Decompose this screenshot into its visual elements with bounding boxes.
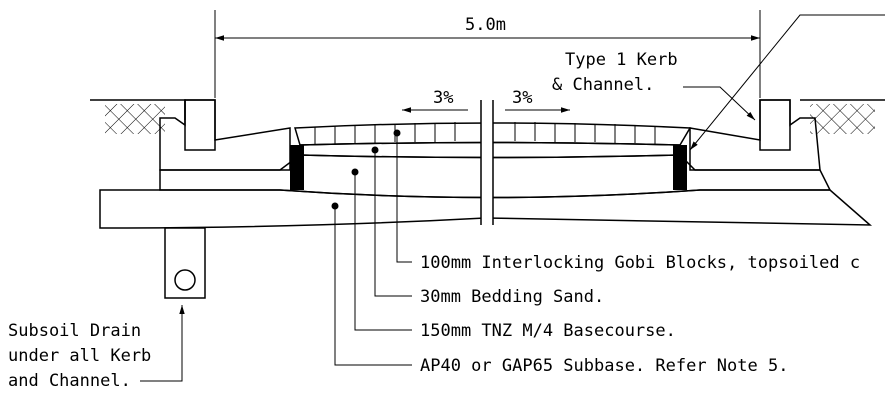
layer-label-blocks: 100mm Interlocking Gobi Blocks, topsoile… [420, 253, 860, 273]
kerb-leader [683, 86, 756, 121]
edge-restraint-left [290, 145, 304, 190]
kerb-label-line2: & Channel. [552, 75, 654, 95]
layer-leaders [331, 129, 412, 366]
ground-right [800, 99, 885, 134]
subsoil-leader [140, 305, 185, 382]
edge-leader [689, 14, 885, 151]
subsoil-label-line1: Subsoil Drain [8, 321, 141, 341]
slope-label-left: 3% [433, 88, 453, 108]
break-lines [480, 100, 494, 225]
kerb-channel-right [689, 99, 821, 171]
kerb-left [184, 99, 216, 151]
ground-left [90, 99, 186, 134]
kerb-label-line1: Type 1 Kerb [565, 50, 678, 70]
subsoil-label-line3: and Channel. [8, 371, 131, 391]
dimension-line [214, 10, 761, 98]
block-joints [314, 122, 656, 145]
kerb-channel-left [159, 99, 291, 171]
layer-label-subbase: AP40 or GAP65 Subbase. Refer Note 5. [420, 356, 788, 376]
edge-restraint-right [673, 145, 687, 190]
basecourse-layer [159, 154, 832, 199]
subsoil-drain [164, 227, 206, 299]
dimension-label: 5.0m [465, 15, 506, 35]
subsoil-label-line2: under all Kerb [8, 346, 151, 366]
layer-label-sand: 30mm Bedding Sand. [420, 287, 604, 307]
kerb-right [759, 99, 791, 151]
slope-label-right: 3% [512, 88, 532, 108]
layer-label-basecourse: 150mm TNZ M/4 Basecourse. [420, 321, 676, 341]
